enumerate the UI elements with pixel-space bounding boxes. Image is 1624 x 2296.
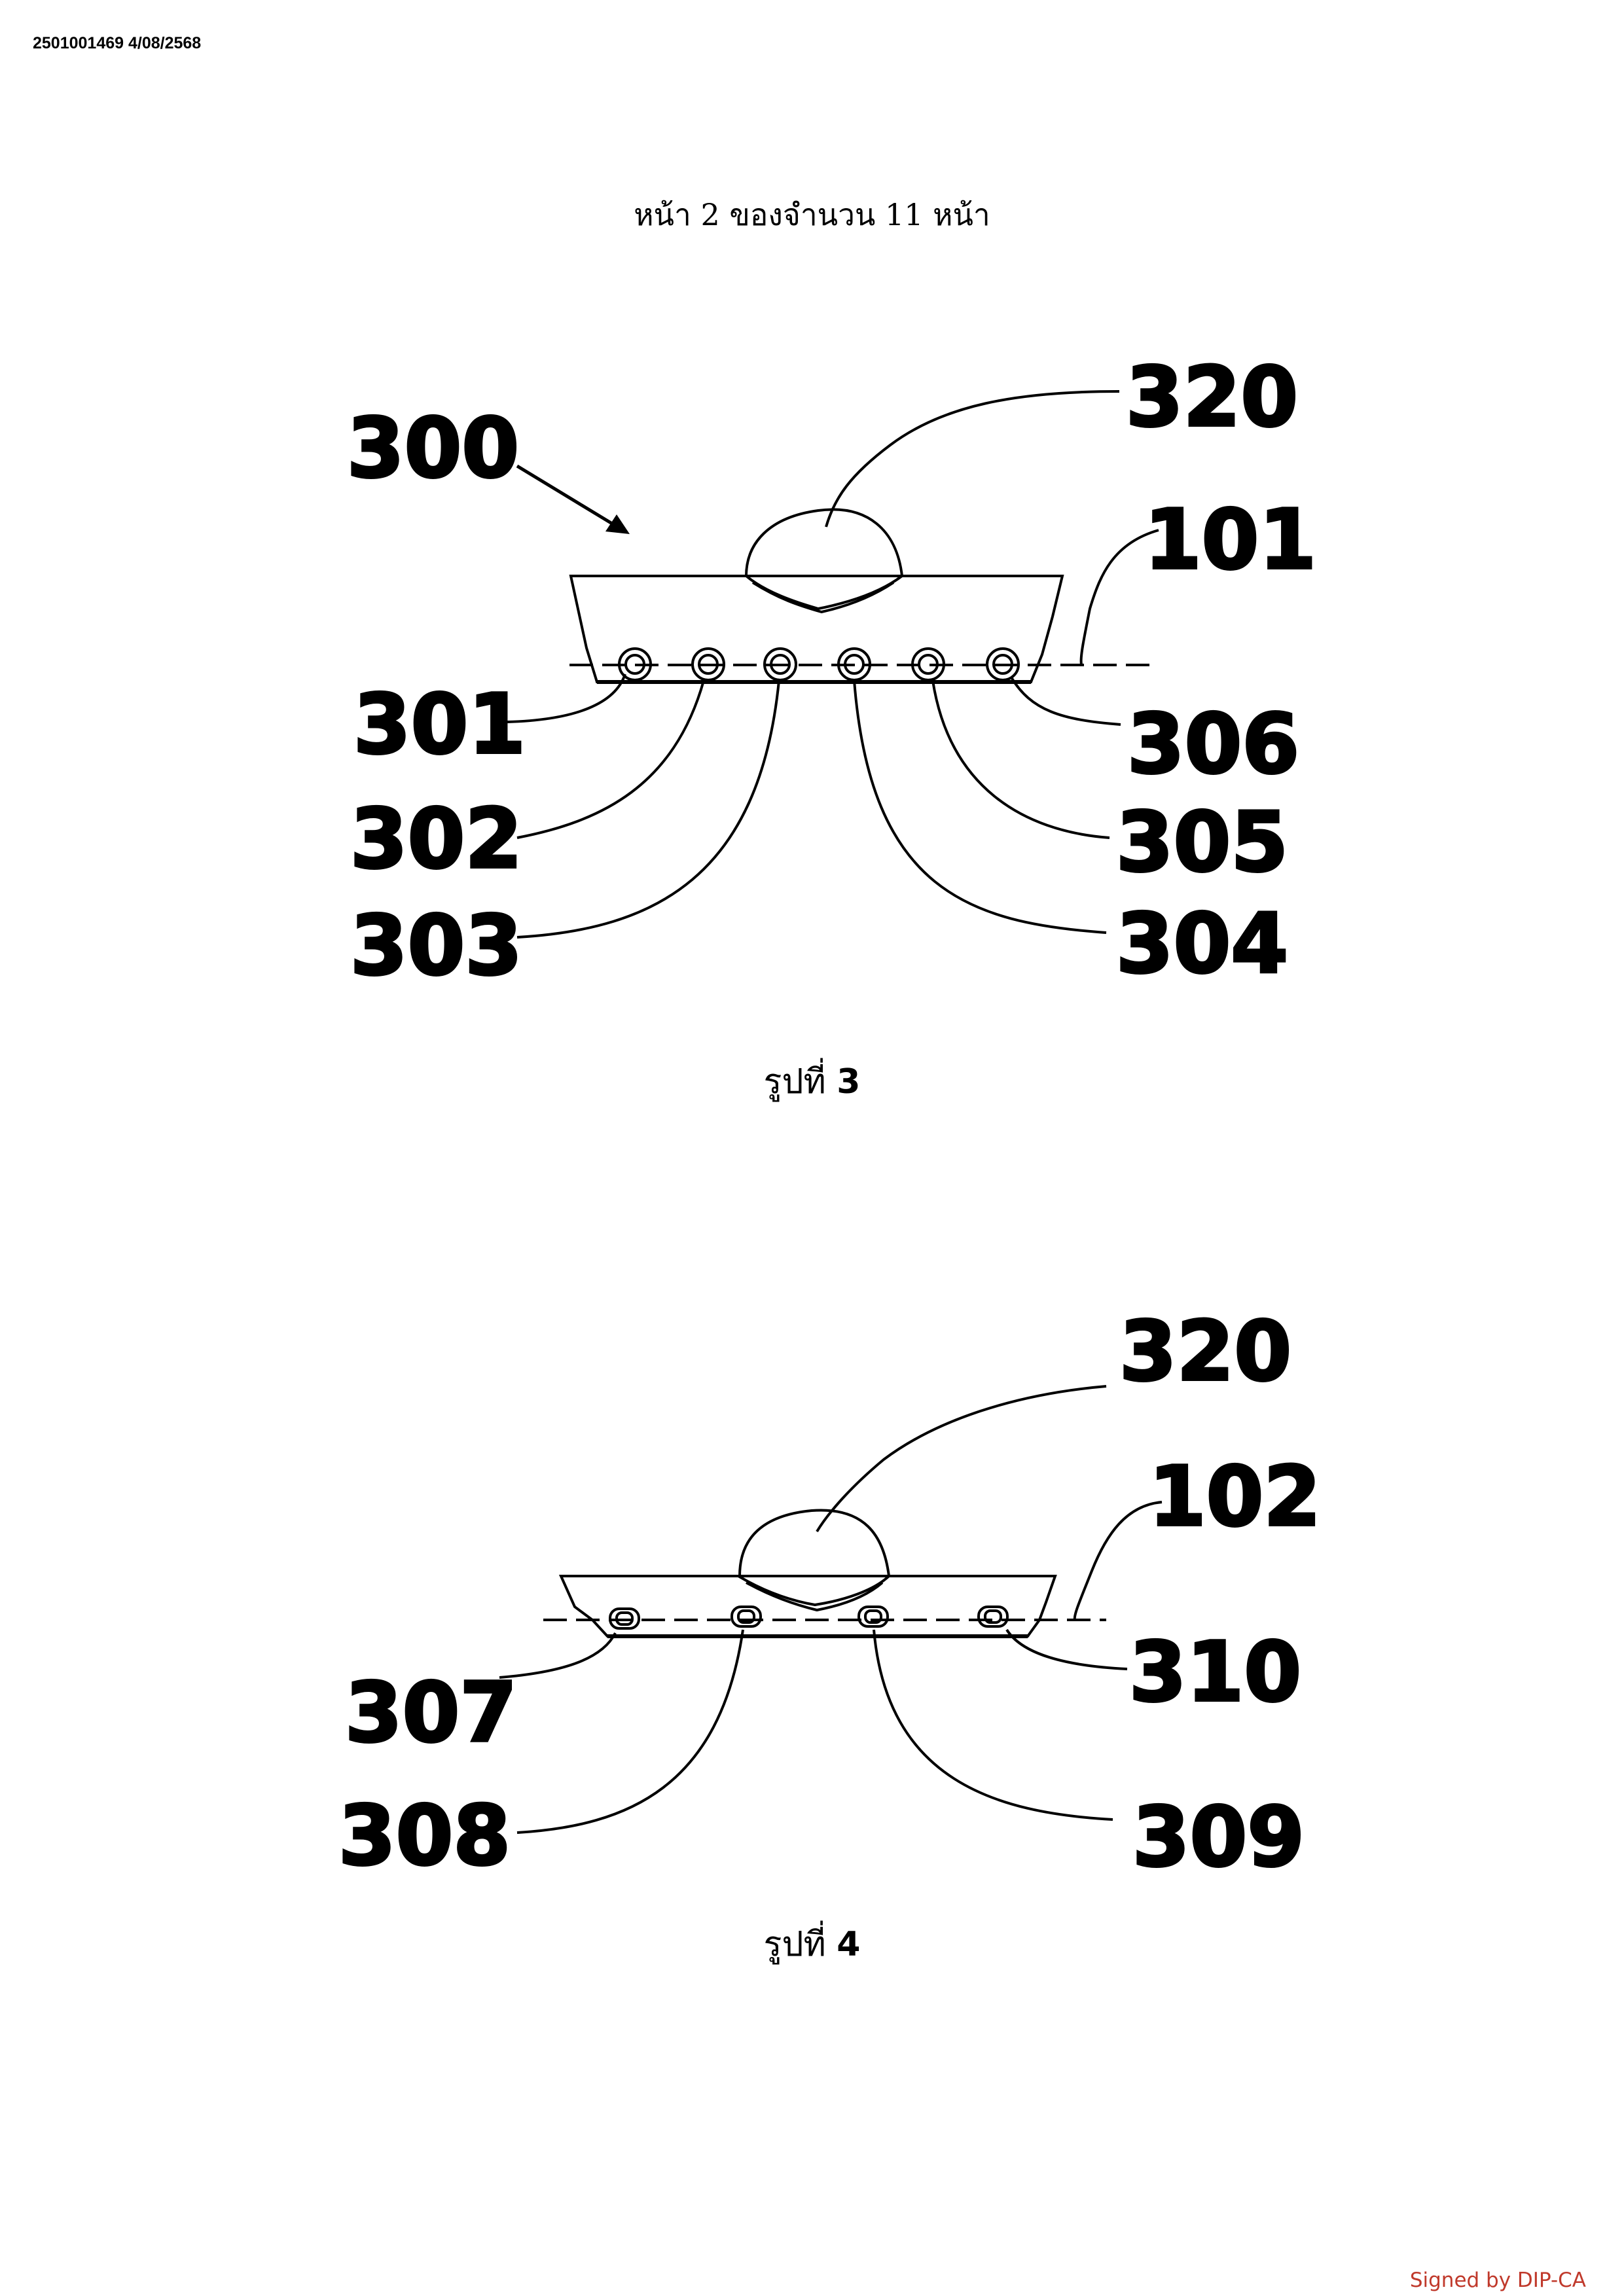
leader-308 [516, 1629, 744, 1834]
label-320: 320 [1126, 349, 1298, 445]
sensor-lenses [609, 1605, 1009, 1630]
leader-320-4 [816, 1385, 1107, 1533]
figure-4: 320 102 307 308 309 310 [0, 1283, 1624, 1937]
label-305: 305 [1116, 794, 1288, 890]
dome-top [745, 508, 903, 577]
dome-top-4 [738, 1509, 890, 1577]
label-301: 301 [353, 676, 526, 772]
device-body [569, 575, 1064, 683]
leader-306 [1010, 676, 1121, 726]
leader-301 [507, 673, 626, 723]
dome-lip-4 [746, 1581, 884, 1612]
label-302: 302 [350, 791, 522, 887]
label-320-4: 320 [1119, 1303, 1291, 1399]
leader-304 [853, 680, 1107, 934]
dome-base-4 [737, 1575, 890, 1607]
label-102: 102 [1149, 1448, 1321, 1545]
leader-309 [873, 1629, 1113, 1821]
label-304: 304 [1116, 895, 1288, 992]
label-307: 307 [345, 1664, 517, 1761]
figure-3: 300 320 101 301 302 303 304 305 306 [0, 314, 1624, 1021]
arrow-300 [516, 464, 620, 529]
page-header: หน้า 2 ของจำนวน 11 หน้า [634, 197, 990, 232]
leader-310 [1005, 1628, 1128, 1670]
label-101: 101 [1144, 492, 1316, 588]
dome-lip [751, 581, 895, 614]
leader-305 [931, 680, 1110, 839]
label-300: 300 [347, 400, 519, 496]
arrow-head [605, 514, 630, 534]
label-308: 308 [338, 1787, 511, 1884]
label-309: 309 [1132, 1789, 1305, 1885]
leader-320 [825, 390, 1120, 528]
signature-stamp: Signed by DIP-CA [1409, 2269, 1586, 2292]
figure-3-caption: รูปที่ 3 [763, 1062, 861, 1102]
figure-4-caption: รูปที่ 4 [763, 1925, 861, 1964]
leader-101 [1079, 529, 1159, 665]
document-id: 2501001469 4/08/2568 [33, 34, 202, 52]
leader-307 [499, 1632, 617, 1679]
leader-303 [516, 680, 780, 939]
leader-102 [1073, 1501, 1163, 1621]
sensor-circles [618, 647, 1020, 681]
label-303: 303 [350, 897, 522, 994]
label-310: 310 [1129, 1624, 1301, 1720]
leader-302 [516, 680, 705, 839]
label-306: 306 [1127, 696, 1299, 792]
